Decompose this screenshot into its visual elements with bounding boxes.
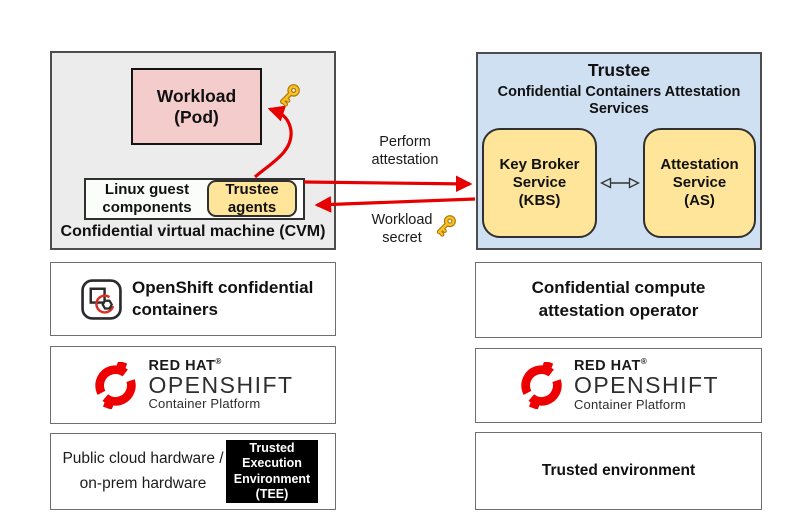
as-box: Attestation Service (AS) [643, 128, 756, 238]
tee-box: Trusted Execution Environment (TEE) [226, 440, 318, 503]
attestation-operator-box: Confidential compute attestation operato… [475, 262, 762, 338]
key-icon [436, 215, 456, 237]
openshift-wordmark: OPENSHIFT [148, 371, 294, 398]
as-label: Attestation Service (AS) [660, 155, 739, 210]
redhat-openshift-logo: RED HAT® OPENSHIFT Container Platform [476, 349, 761, 422]
hardware-tee-box: Public cloud hardware / on-prem hardware… [50, 433, 336, 510]
openshift-confidential-containers-box: OpenShift confidential containers [50, 262, 336, 336]
workload-secret-arrow [314, 196, 476, 213]
trustee-box: Trustee Confidential Containers Attestat… [476, 52, 762, 250]
openshift-confidential-containers-icon [81, 279, 122, 320]
redhat-openshift-ring-icon [95, 361, 137, 409]
trustee-agents-label: Trustee agents [225, 181, 279, 216]
hardware-label: Public cloud hardware / on-prem hardware [62, 449, 224, 492]
openshift-platform-box-left: RED HAT® OPENSHIFT Container Platform [50, 346, 336, 424]
kbs-box: Key Broker Service (KBS) [482, 128, 597, 238]
attestation-operator-label: Confidential compute attestation operato… [531, 278, 706, 320]
kbs-label: Key Broker Service (KBS) [499, 155, 580, 210]
registered-mark: ® [215, 356, 222, 366]
container-platform-label: Container Platform [573, 396, 686, 412]
openshift-wordmark: OPENSHIFT [573, 372, 720, 399]
key-icon [279, 84, 300, 107]
trustee-agents-box: Trustee agents [207, 180, 297, 217]
registered-mark: ® [640, 357, 648, 367]
trusted-environment-box: Trusted environment [475, 432, 762, 510]
openshift-platform-box-right: RED HAT® OPENSHIFT Container Platform [475, 348, 762, 423]
redhat-openshift-logo: RED HAT® OPENSHIFT Container Platform [51, 347, 335, 423]
workload-pod-box: Workload (Pod) [131, 68, 262, 145]
trustee-title: Trustee [587, 60, 651, 80]
workload-pod-label: Workload (Pod) [156, 86, 237, 127]
container-platform-label: Container Platform [148, 396, 261, 412]
tee-label: Trusted Execution Environment (TEE) [233, 441, 311, 501]
openshift-confidential-containers-label: OpenShift confidential containers [132, 277, 314, 319]
perform-attestation-label: Perform attestation [371, 134, 439, 168]
workload-secret-label: Workload secret [371, 212, 433, 246]
linux-guest-components-label: Linux guest components [102, 180, 192, 216]
trusted-environment-label: Trusted environment [541, 462, 696, 479]
redhat-brand-label: RED HAT [148, 357, 216, 374]
cvm-caption: Confidential virtual machine (CVM) [60, 223, 326, 240]
redhat-openshift-ring-icon [521, 362, 562, 409]
redhat-brand-label: RED HAT [573, 358, 641, 375]
linux-guest-components-box: Linux guest components Trustee agents [84, 178, 305, 220]
cvm-box: Workload (Pod) Linux guest components Tr… [50, 51, 336, 250]
trustee-subtitle: Confidential Containers Attestation Serv… [497, 84, 741, 118]
